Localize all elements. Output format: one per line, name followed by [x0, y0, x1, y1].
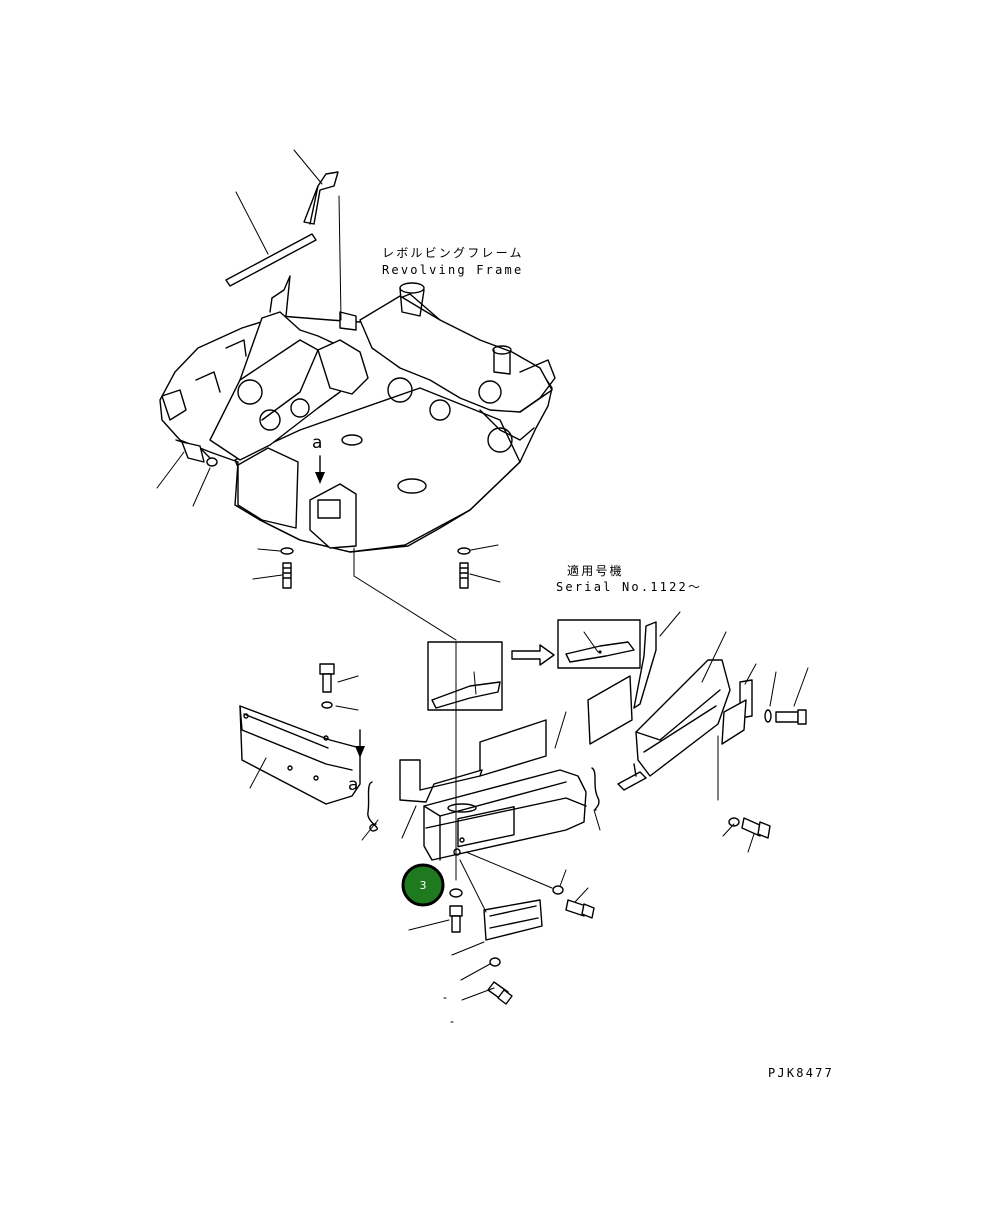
view-marker-letter-upper: a [312, 433, 322, 453]
figure-code: PJK8477 [768, 1066, 834, 1080]
detail-box-new [557, 619, 641, 669]
serial-note: 適用号機 Serial No.1122～ [556, 563, 702, 594]
revolving-frame-assembly [159, 171, 556, 553]
frame-mount-bolt-right [457, 544, 501, 589]
frame-label-en: Revolving Frame [382, 263, 523, 277]
callout-3[interactable]: 3 [401, 863, 445, 907]
view-marker-upper: a [312, 433, 325, 484]
serial-note-jp: 適用号機 [567, 563, 624, 578]
cover-plate [451, 859, 543, 956]
cover-bolt-top [319, 663, 359, 711]
washer-center [449, 888, 463, 898]
callout-3-number: 3 [420, 879, 427, 892]
bolt-center [408, 905, 463, 933]
frame-label-jp: レボルビングフレーム [382, 246, 524, 260]
counterweight-right-block [617, 631, 757, 791]
rubber-strip-right [587, 611, 681, 745]
side-cover-left: a [239, 705, 365, 805]
arrow-to-new-version [511, 644, 555, 666]
cover-bolt-right [465, 851, 595, 919]
counterweight [423, 711, 587, 861]
frame-mount-bolt-center [252, 547, 294, 589]
serial-note-en: Serial No.1122～ [556, 580, 702, 594]
counterweight-bolt-right-bottom [717, 735, 771, 853]
rubber-strip-center [399, 719, 547, 839]
bottom-washer-bolt [443, 957, 513, 1023]
counterweight-bolt-right-top [764, 667, 809, 725]
detail-box-original [427, 641, 503, 711]
frame-label: レボルビングフレーム Revolving Frame [382, 246, 524, 277]
frame-mount-bolt-left [156, 441, 218, 507]
view-marker-letter-lower: a [348, 775, 358, 795]
